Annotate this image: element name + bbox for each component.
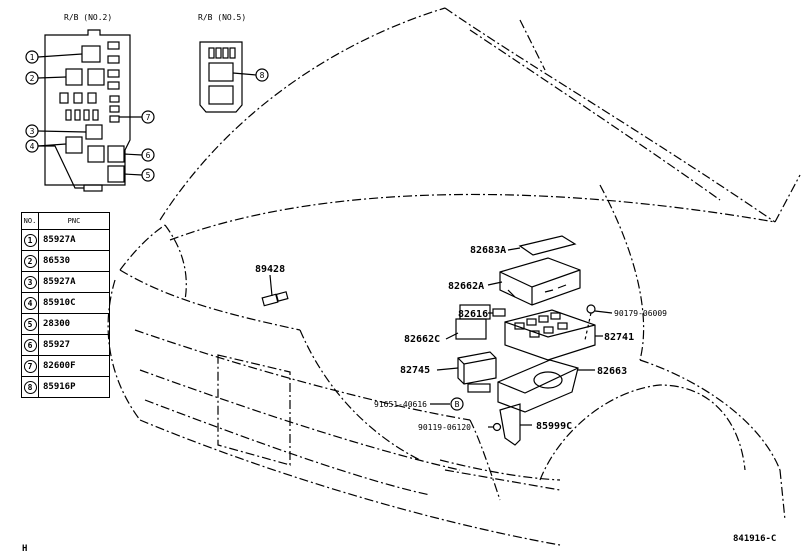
row-number: 5 [23,317,37,331]
label-85999C: 85999C [536,421,572,432]
bracket-85999C [488,403,532,446]
table-row: 1 85927A [21,229,110,251]
table-row: 7 82600F [21,355,110,377]
pnc-table: NO. PNC 1 85927A 2 86530 3 85927A 4 8591… [21,212,110,398]
callout-8: 8 [260,71,265,80]
table-row: 4 85910C [21,292,110,314]
vehicle-outline [107,7,801,546]
row-pnc: 85927A [38,271,110,293]
label-91651-40616: 91651-40616 [374,400,427,409]
table-row: 2 86530 [21,250,110,272]
corner-mark: H [22,544,28,554]
callout-4: 4 [30,142,35,151]
header-pnc: PNC [38,212,110,230]
lower-case-82663 [497,359,595,413]
box-82662C [445,304,491,340]
nut-90179 [586,304,596,314]
callout-2: 2 [30,74,35,83]
label-82662C: 82662C [404,334,440,345]
clip-82616 [492,308,506,317]
row-number: 7 [23,359,37,373]
sensor-89428 [261,274,289,307]
callout-3: 3 [30,127,35,136]
rb5-title: R/B (NO.5) [198,13,246,22]
rb2-title: R/B (NO.2) [64,13,112,22]
row-number: 4 [23,296,37,310]
row-number: 6 [23,338,37,352]
row-pnc: 85916P [38,376,110,398]
rb2-callouts [25,50,155,189]
row-pnc: 82600F [38,355,110,377]
callout-6: 6 [146,151,151,160]
label-82741: 82741 [604,332,634,343]
table-row: 8 85916P [21,376,110,398]
bracket-82745 [436,351,497,393]
label-90119-06120: 90119-06120 [418,423,471,432]
table-row: 6 85927 [21,334,110,356]
row-number: 8 [23,380,37,394]
relay-block-no5 [199,41,269,113]
row-number: 2 [23,254,37,268]
label-82616: 82616 [458,309,488,320]
label-90179-06009: 90179-06009 [614,309,667,318]
relay-block-no2 [44,29,131,192]
callout-7: 7 [146,113,151,122]
relay-body-82741 [504,309,603,361]
row-pnc: 86530 [38,250,110,272]
label-sheet-82683A [518,235,577,256]
marker-b: B [455,400,460,409]
label-89428: 89428 [255,264,285,275]
pnc-table-header: NO. PNC [21,212,110,230]
row-pnc: 85927A [38,229,110,251]
label-82745: 82745 [400,365,430,376]
callout-5: 5 [146,171,151,180]
row-number: 3 [23,275,37,289]
label-82662A: 82662A [448,281,484,292]
row-pnc: 85927 [38,334,110,356]
text-labels: R/B (NO.2) R/B (NO.5) 1 2 3 4 7 6 5 8 89… [30,13,668,432]
diagram-id: 841916-C [733,534,777,544]
header-no: NO. [21,212,39,230]
label-82663: 82663 [597,366,627,377]
row-pnc: 28300 [38,313,110,335]
callout-1: 1 [30,53,35,62]
label-82683A: 82683A [470,245,506,256]
row-pnc: 85910C [38,292,110,314]
table-row: 3 85927A [21,271,110,293]
row-number: 1 [23,233,37,247]
table-row: 5 28300 [21,313,110,335]
cover-82662A [487,257,581,306]
